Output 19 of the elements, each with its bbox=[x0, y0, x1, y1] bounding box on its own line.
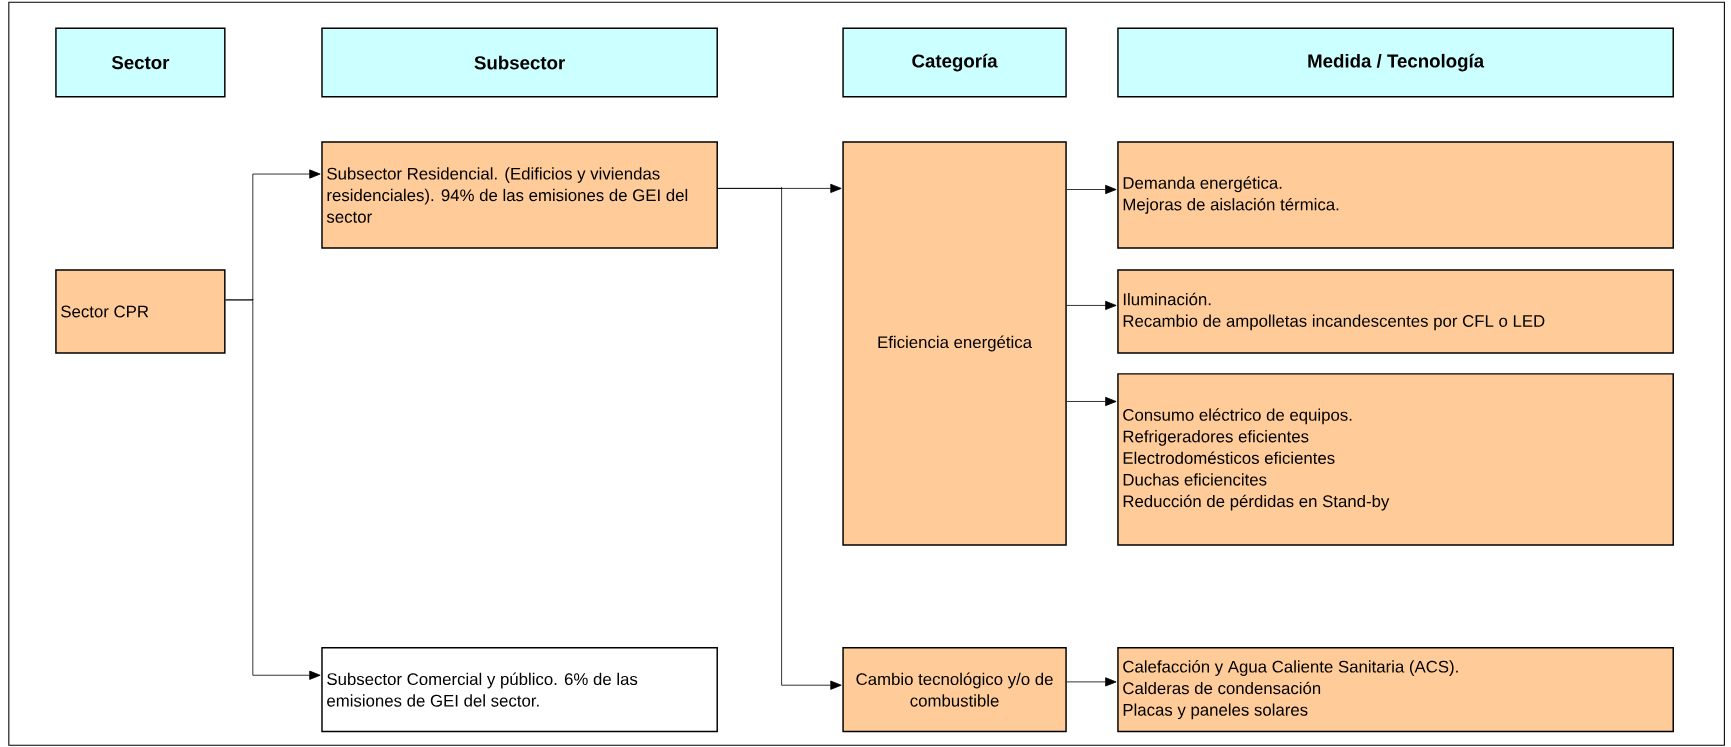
arrow bbox=[1066, 184, 1117, 194]
process-box: Sector CPR bbox=[55, 269, 226, 354]
process-box: Subsector Residencial. (Edificios y viviendas residenciales). 94% de las emisiones de GEI del sector bbox=[321, 141, 718, 249]
process-box: Calefacción y Agua Caliente Sanitaria (ACS). Calderas de condensación Placas y paneles solares bbox=[1117, 646, 1674, 733]
arrow bbox=[1066, 300, 1117, 310]
process-box: Iluminación. Recambio de ampolletas incandescentes por CFL o LED bbox=[1117, 269, 1674, 354]
arrow bbox=[717, 187, 842, 690]
process-box: Consumo eléctrico de equipos. Refrigeradores eficientes Electrodomésticos eficientes Duchas eficiencites Reducción de pérdidas en Stand-by bbox=[1117, 372, 1674, 546]
header-box: Sector bbox=[55, 27, 226, 98]
header-box: Subsector bbox=[321, 27, 718, 98]
process-box: Cambio tecnológico y/o de combustible bbox=[842, 646, 1067, 733]
process-box: Eficiencia energética bbox=[842, 141, 1067, 546]
header-box: Medida / Tecnología bbox=[1117, 27, 1674, 98]
process-box: Subsector Comercial y público. 6% de las emisiones de GEI del sector. bbox=[321, 646, 718, 733]
arrow bbox=[1066, 396, 1117, 406]
arrow bbox=[225, 298, 321, 680]
header-box: Categoría bbox=[842, 27, 1067, 98]
arrow bbox=[1066, 677, 1117, 687]
process-box: Demanda energética. Mejoras de aislación térmica. bbox=[1117, 141, 1674, 249]
